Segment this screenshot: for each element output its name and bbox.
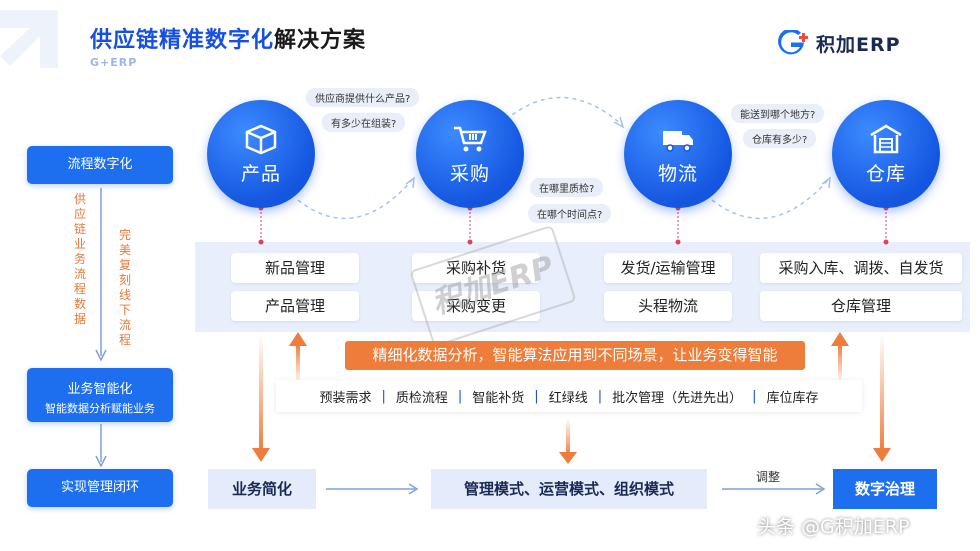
module-tag: 仓库管理 [760,291,962,321]
question-bubble: 能送到哪个地方? [731,104,825,123]
feature-separator: | [457,388,463,404]
digital-governance-box: 数字治理 [833,469,937,509]
question-bubble: 有多少在组装? [322,113,406,132]
module-tag: 头程物流 [604,291,732,321]
process-digitization-step: 流程数字化 [27,146,173,184]
stage-purchase-label: 采购 [449,162,490,185]
module-tag: 采购补货 [412,253,540,283]
g-plus-logo-icon [778,30,808,55]
feature-item: 预装需求 [319,390,372,406]
feature-item: 质检流程 [395,390,448,406]
question-bubble: 供应商提供什么产品? [306,88,420,107]
step2-subtitle: 智能数据分析赋能业务 [45,402,155,415]
left-down-arrow [95,188,107,362]
feature-separator: | [381,388,386,404]
corner-arrow-decoration [0,10,58,68]
management-loop-step: 实现管理闭环 [27,469,173,507]
sub-brand: G+ERP [90,56,138,69]
module-tag: 产品管理 [231,291,359,321]
source-credit: 头条 @G积加ERP [757,516,910,538]
feature-item: 批次管理（先进先出） [612,390,743,406]
title-dark-part: 解决方案 [274,28,367,53]
business-intelligence-step: 业务智能化 智能数据分析赋能业务 [27,368,173,422]
business-simplify-box: 业务简化 [208,469,316,509]
question-bubble: 在哪个时间点? [528,204,612,223]
question-bubble: 仓库有多少? [743,129,817,148]
feature-item: 智能补货 [472,390,525,406]
warehouse-icon [870,124,902,153]
feature-separator: | [534,388,539,404]
truck-icon [663,130,693,152]
module-tag: 新品管理 [231,253,359,283]
module-tag: 发货/运输管理 [604,253,732,283]
logo-text: 积加ERP [816,33,901,56]
stage-warehouse-label: 仓库 [865,162,906,185]
feature-separator: | [752,388,757,404]
title-blue-part: 供应链精准数字化 [90,28,275,53]
vertical-text-replicate: 完美复刻线下流程 [118,228,131,347]
module-tag: 采购变更 [412,291,540,321]
stage-product-label: 产品 [240,162,281,185]
page-title: 供应链精准数字化解决方案 [90,22,366,54]
feature-item: 库位库存 [766,390,819,406]
step2-title: 业务智能化 [67,382,133,397]
stage-product: 产品 [207,100,315,208]
stage-purchase: 采购 [416,100,524,208]
stage-warehouse: 仓库 [832,100,940,208]
box-icon [245,124,277,154]
vertical-text-data: 供应链业务流程数据 [73,192,86,326]
question-bubble: 在哪里质检? [530,178,604,197]
adjust-label: 调整 [756,470,781,484]
features-row: 预装需求 | 质检流程 | 智能补货 | 红绿线 | 批次管理（先进先出） | 库位库存 [276,380,862,412]
smart-analysis-banner: 精细化数据分析，智能算法应用到不同场景，让业务变得智能 [345,341,805,370]
left-down-arrow-2 [95,424,107,468]
stage-logistics: 物流 [624,100,732,208]
management-modes-box: 管理模式、运营模式、组织模式 [431,469,707,509]
feature-separator: | [597,388,603,404]
feature-item: 红绿线 [548,390,588,406]
cart-icon [454,126,487,151]
stage-logistics-label: 物流 [657,162,698,185]
brand-logo: 积加ERP [778,30,901,56]
module-tag: 采购入库、调拨、自发货 [760,253,962,283]
